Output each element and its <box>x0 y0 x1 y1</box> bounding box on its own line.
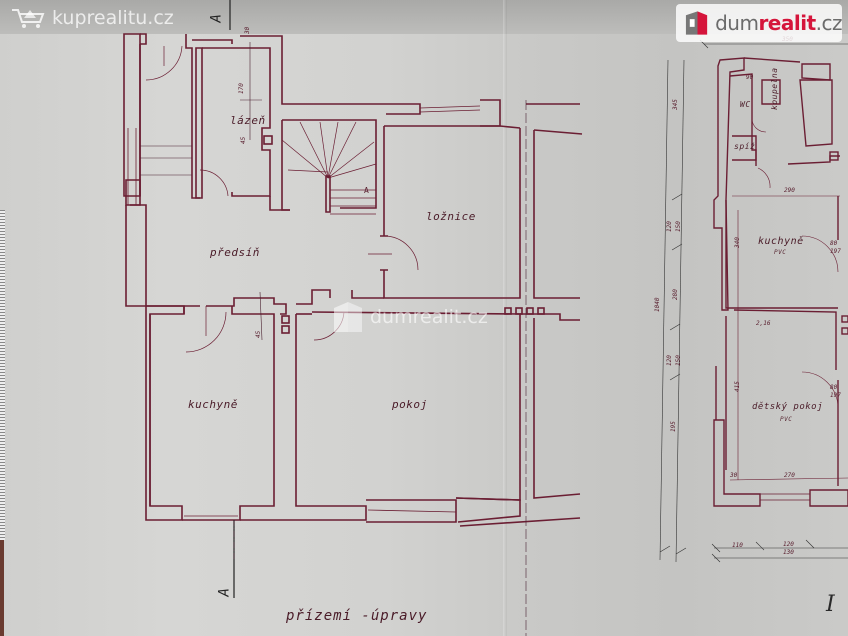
dim-side-left-2: 120 <box>666 221 673 232</box>
side-room-kitchen: kuchyně <box>758 236 804 247</box>
dim-side-left-total: 1040 <box>654 297 661 312</box>
dim-side-kids-door-h: 197 <box>830 392 841 399</box>
window-screen-edge <box>0 210 5 540</box>
dumrealit-logo: dumrealit.cz <box>676 4 843 42</box>
room-label-room: pokoj <box>392 398 428 411</box>
room-label-bedroom: ložnice <box>426 210 476 223</box>
dim-side-left-5: 120 <box>666 355 673 366</box>
logo-text-brand: realit <box>758 11 816 35</box>
dim-side-wall: 30 <box>730 472 738 479</box>
side-room-kids-floor: PVC <box>780 416 793 423</box>
wall-left-upper <box>123 33 141 197</box>
dim-side-left-6: 150 <box>675 355 682 366</box>
dim-side-kids-door: 80 <box>830 384 838 391</box>
dim-side-bottom-2: 120 <box>783 541 794 548</box>
dim-side-wc-width: 90 <box>746 74 754 81</box>
dim-side-hall-width: 290 <box>784 187 795 194</box>
dim-side-left-7: 195 <box>670 421 677 432</box>
dim-bathroom-sill: 45 <box>240 136 247 144</box>
cart-house-icon <box>12 9 45 28</box>
watermark-kuprealitu: kuprealitu.cz <box>10 6 174 30</box>
background-edge <box>0 540 4 636</box>
dim-side-kids-width: 270 <box>784 472 795 479</box>
side-room-bathroom: koupelna <box>770 67 779 110</box>
paper-fold <box>503 0 507 636</box>
dim-side-kitchen-height: 340 <box>734 237 741 248</box>
dim-side-bottom-3: 130 <box>783 549 794 556</box>
side-room-pantry: spíž <box>734 142 756 151</box>
logo-text-prefix: dum <box>715 11 759 35</box>
room-label-hallway: předsíň <box>210 246 260 259</box>
stair-direction-marker: A <box>364 186 369 195</box>
dumrealit-watermark-icon <box>334 302 362 332</box>
section-marker-bottom: A <box>216 587 233 597</box>
side-room-wc: WC <box>740 100 751 109</box>
sheet-number: I <box>826 592 835 617</box>
room-label-bathroom: lázeň <box>230 114 266 127</box>
dim-bathroom-height: 170 <box>238 83 245 94</box>
dim-side-opening: 2,16 <box>756 320 771 327</box>
dim-side-kitchen-door: 80 <box>830 240 838 247</box>
room-label-kitchen: kuchyně <box>188 398 238 411</box>
dim-side-left-1: 345 <box>672 99 679 110</box>
plan-title: přízemí -úpravy <box>286 608 428 624</box>
dim-kitchen-door: 45 <box>255 330 262 338</box>
dim-side-left-4: 280 <box>672 289 679 300</box>
dim-side-bottom-1: 110 <box>732 542 743 549</box>
section-marker-top: A <box>208 13 225 23</box>
watermark-center: dumrealit.cz <box>332 300 488 334</box>
dim-side-kitchen-door-h: 197 <box>830 248 841 255</box>
dim-side-kids-height: 415 <box>734 381 741 392</box>
side-room-kids: dětský pokoj <box>752 402 824 412</box>
watermark-kuprealitu-text: kuprealitu.cz <box>52 7 174 29</box>
logo-text-suffix: .cz <box>815 11 843 35</box>
watermark-center-text: dumrealit.cz <box>370 306 488 328</box>
dumrealit-house-icon <box>685 11 708 35</box>
side-room-kitchen-floor: PVC <box>774 249 787 256</box>
dim-side-left-3: 150 <box>675 221 682 232</box>
dim-top: 30 <box>244 26 251 34</box>
